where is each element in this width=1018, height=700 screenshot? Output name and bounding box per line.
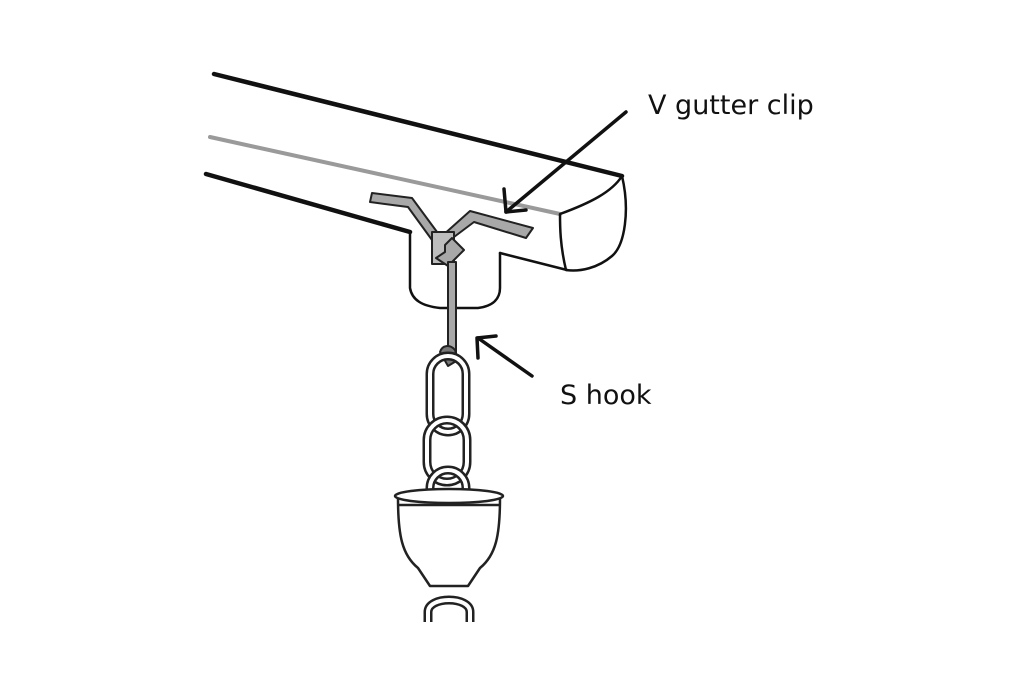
annotation-arrows (475, 110, 628, 378)
gutter-bottom-edge-left (203, 171, 413, 235)
rain-chain-cup (393, 487, 505, 588)
cup-rim (393, 487, 505, 505)
gutter-outlet (408, 230, 502, 310)
s-hook (435, 237, 465, 367)
s-hook-stem (447, 261, 457, 359)
arrow-hook-head (475, 334, 498, 360)
gutter-end-cap (558, 174, 628, 272)
cup-body (396, 496, 502, 588)
arrow-clip-shaft (504, 110, 628, 214)
gutter-top-edge (211, 71, 625, 179)
gutter-rim-edge (208, 135, 562, 216)
v-clip-left-wing (369, 192, 441, 241)
arrow-clip-head (502, 187, 528, 214)
arrow-hook-shaft (476, 336, 534, 378)
gutter-bottom-edge-right (498, 251, 569, 272)
lower-chain (423, 595, 475, 622)
chain-link-4-inner (426, 598, 472, 622)
v-gutter-clip-label: V gutter clip (648, 90, 814, 121)
gutter (203, 71, 628, 310)
v-clip-right-wing (441, 210, 534, 241)
chain-link-2-inner (425, 418, 469, 484)
s-hook-label: S hook (560, 380, 652, 411)
s-hook-top (435, 237, 465, 267)
chain-link-1-inner (428, 354, 468, 434)
